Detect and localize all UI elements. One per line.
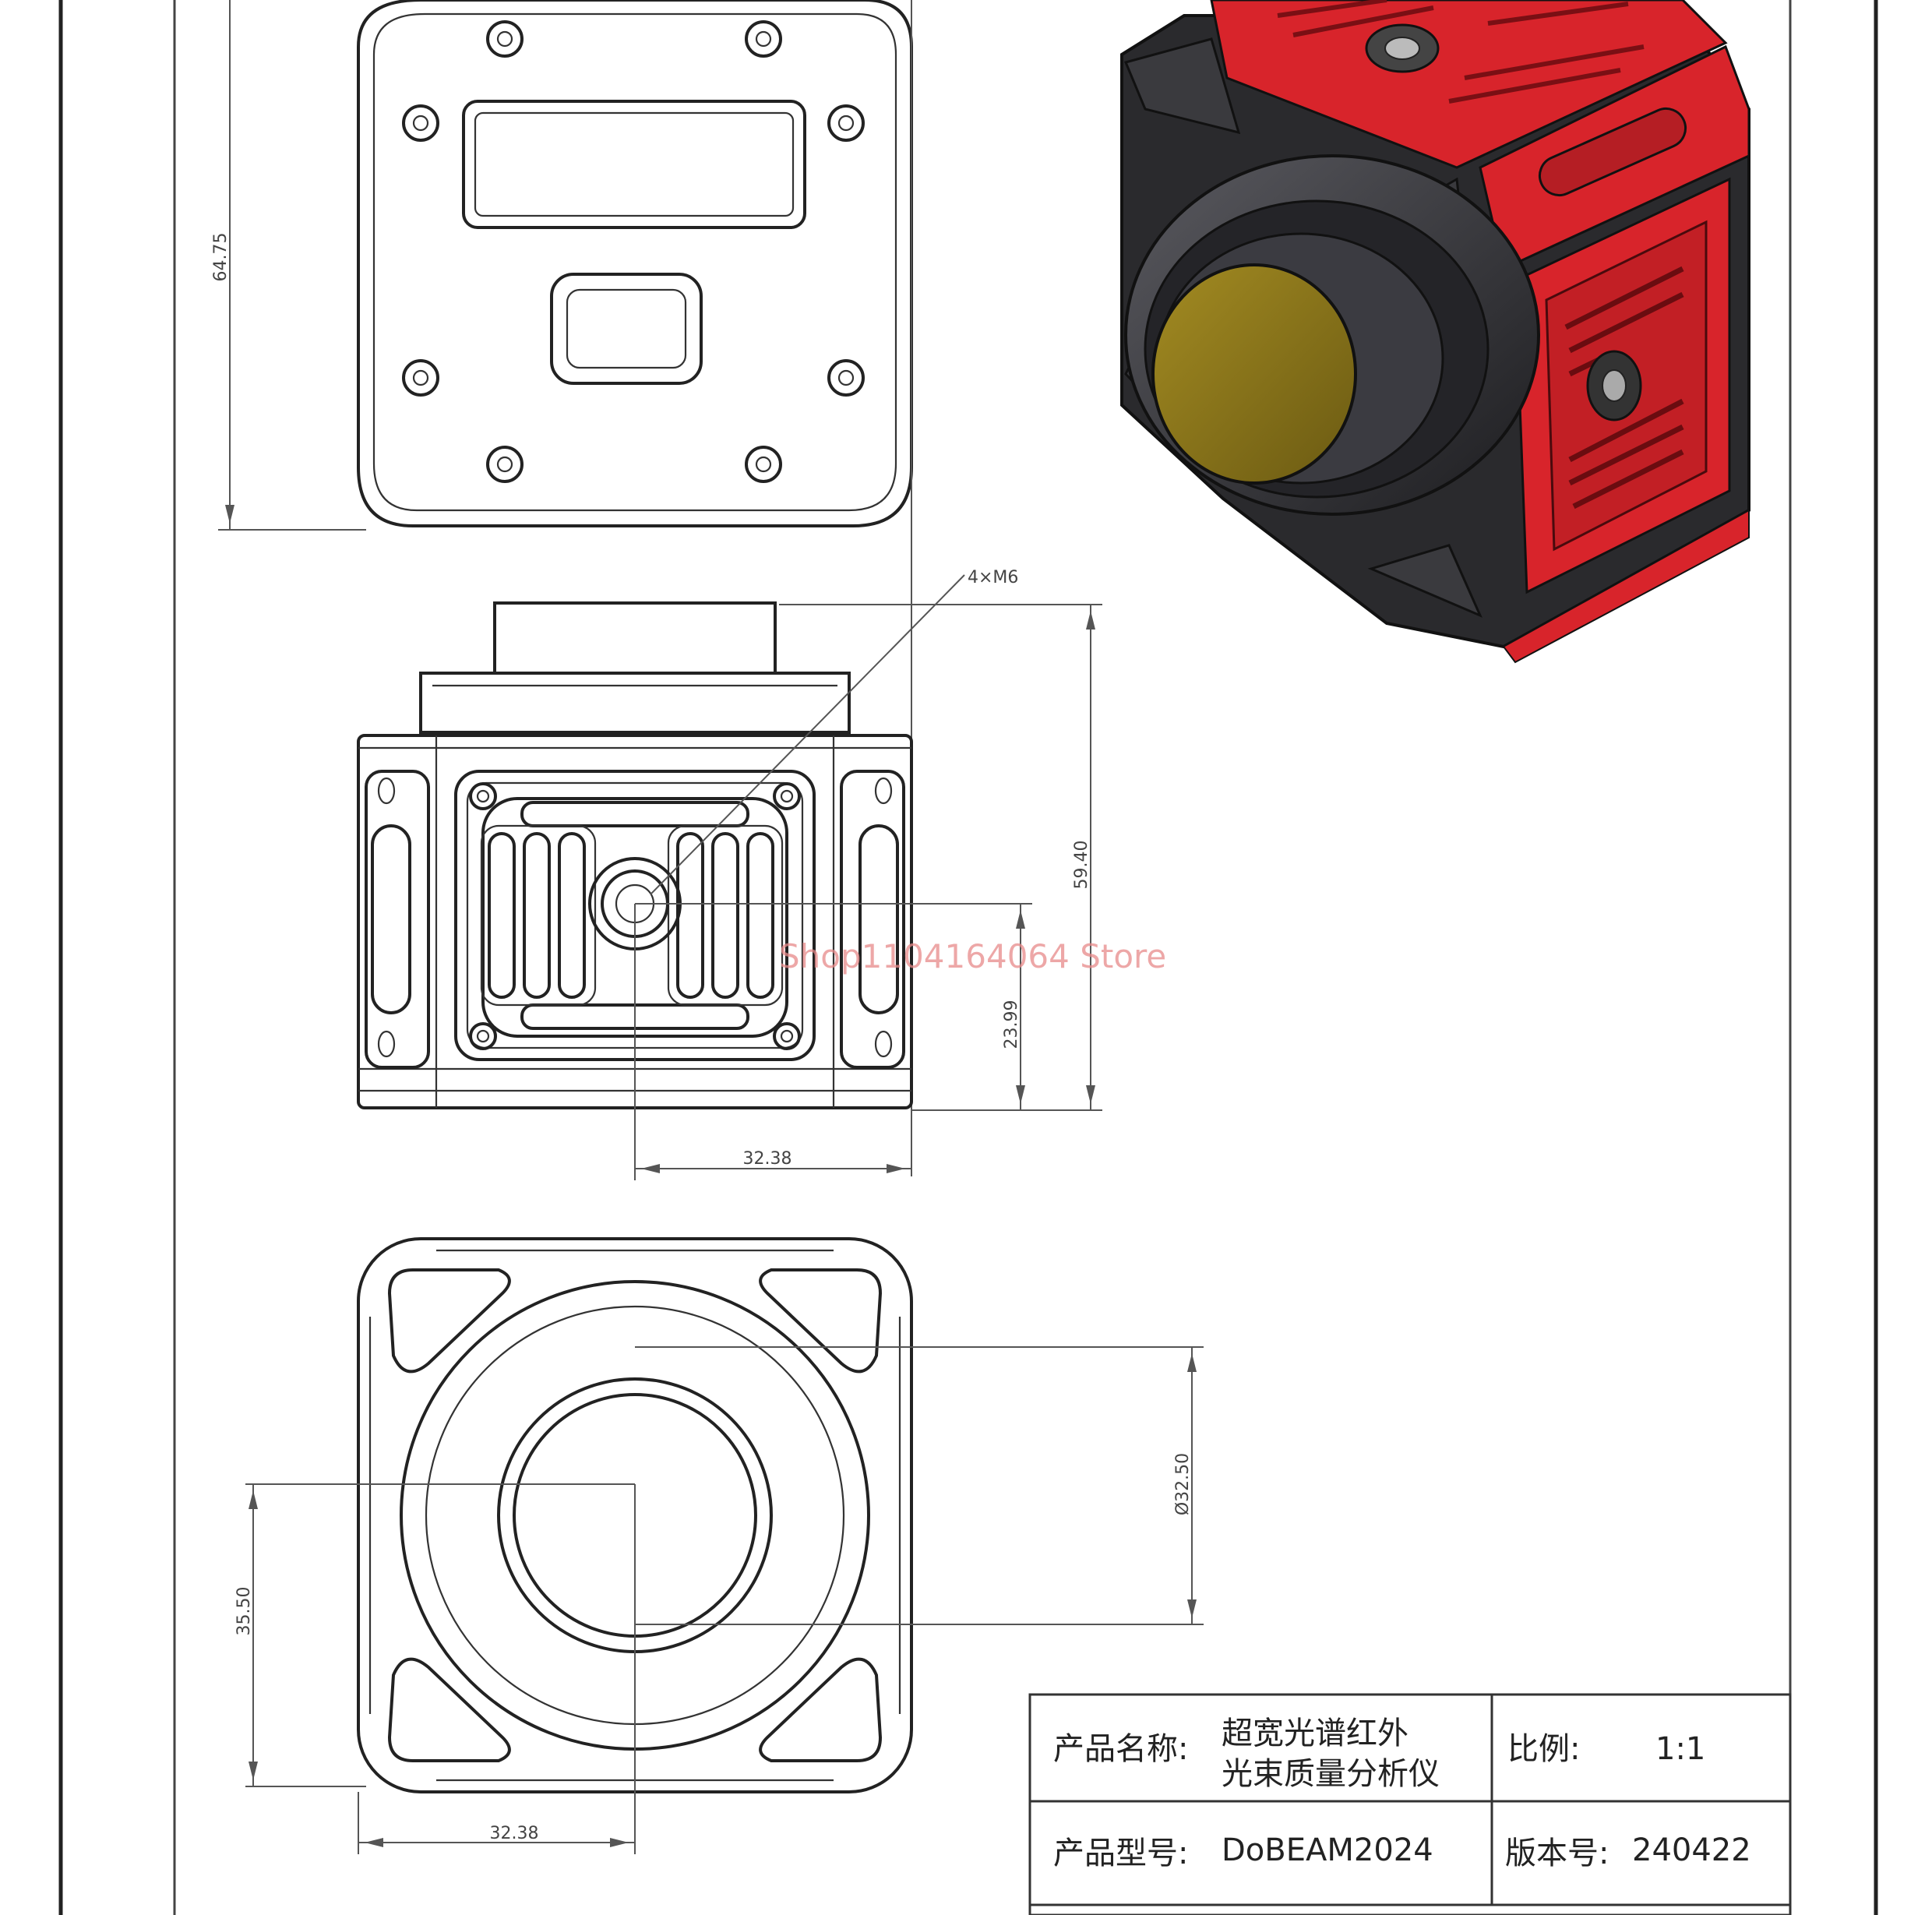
dim-top-height: 64.75 xyxy=(211,233,231,282)
product-name-line1: 超宽光谱红外 xyxy=(1222,1716,1408,1751)
title-block: 产品名称: 超宽光谱红外 光束质量分析仪 比例: 1:1 产品型号: DoBEA… xyxy=(1028,1693,1792,1915)
product-name-line2: 光束质量分析仪 xyxy=(1222,1756,1440,1792)
top-view: 64.75 xyxy=(211,0,913,1176)
sheet-border xyxy=(58,0,1878,1915)
scale-label: 比例: xyxy=(1507,1731,1580,1767)
scale-value: 1:1 xyxy=(1655,1731,1705,1767)
dim-aperture-diameter: Ø32.50 xyxy=(1173,1453,1193,1515)
camera-3d-render xyxy=(1120,0,1750,664)
thread-callout: 4×M6 xyxy=(968,568,1018,587)
dim-side-height: 59.40 xyxy=(1072,841,1091,890)
dim-front-center-height: 35.50 xyxy=(234,1587,254,1636)
product-name-label: 产品名称: xyxy=(1053,1731,1188,1767)
corner-cutout-icon xyxy=(387,1268,883,1762)
mounting-hole-icon xyxy=(402,20,865,483)
side-view: 4×M6 59.40 23.99 32.38 xyxy=(357,568,1102,1180)
vent-slots xyxy=(480,824,784,1007)
lens-glass xyxy=(1151,263,1357,485)
version-label: 版本号: xyxy=(1505,1836,1609,1871)
dim-mount-offset: 32.38 xyxy=(743,1149,792,1169)
dim-mount-height: 23.99 xyxy=(1002,1000,1021,1049)
model-label: 产品型号: xyxy=(1053,1836,1188,1871)
dim-front-center-offset: 32.38 xyxy=(490,1824,539,1843)
model-value: DoBEAM2024 xyxy=(1222,1832,1433,1868)
side-vent-slots xyxy=(1564,266,1684,510)
store-watermark: Shop1104164064 Store xyxy=(779,937,1166,975)
front-view: Ø32.50 35.50 32.38 xyxy=(234,1237,1204,1854)
version-value: 240422 xyxy=(1632,1832,1751,1868)
top-vent-slots xyxy=(1277,0,1645,104)
